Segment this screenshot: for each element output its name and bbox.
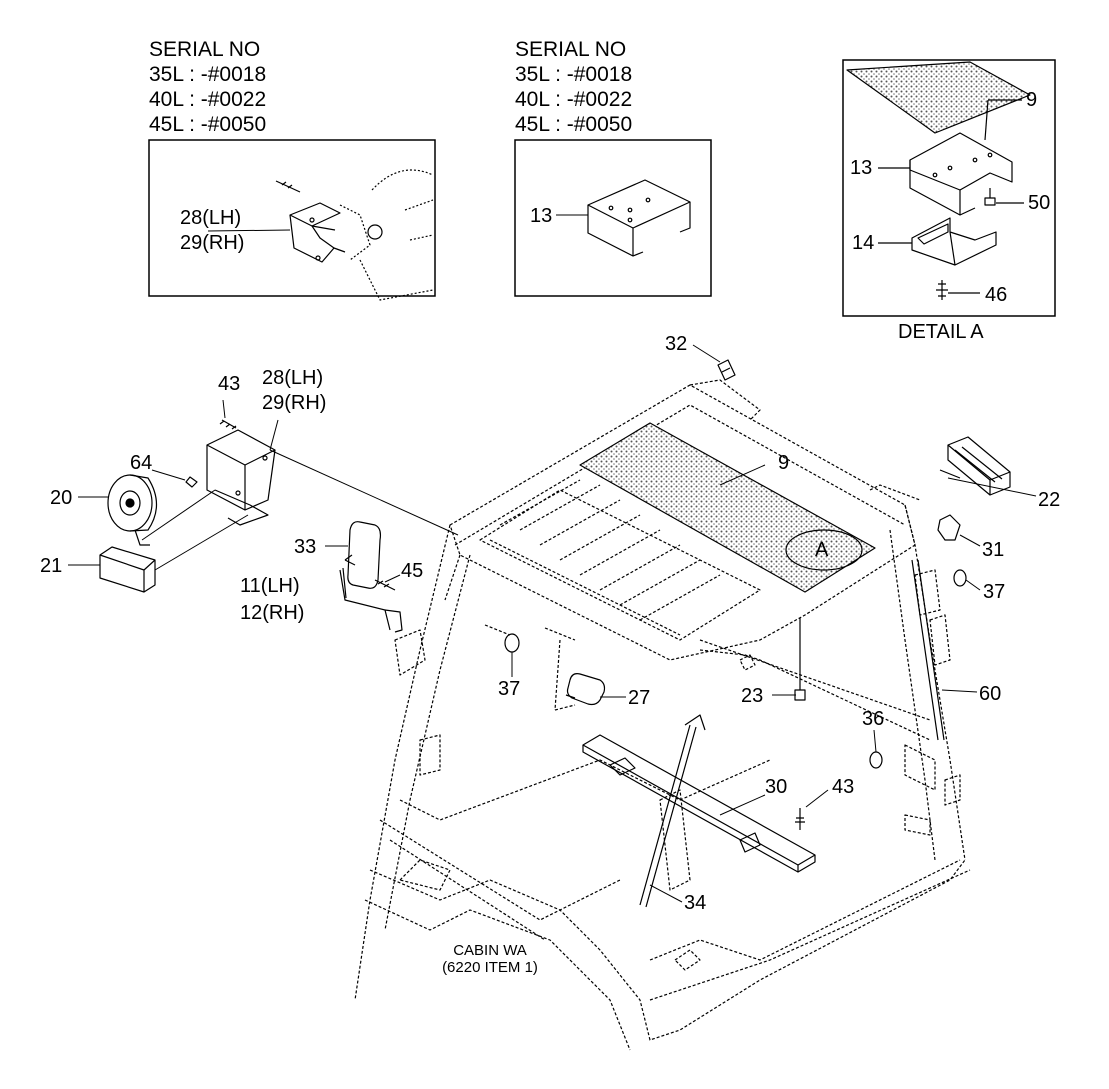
part-label: 29(RH): [262, 392, 327, 414]
leader-lines: [68, 214, 1037, 903]
bolt-45: [374, 579, 396, 591]
part-label: 29(RH): [180, 232, 245, 254]
part-label: 9: [778, 452, 790, 474]
part-label: 46: [985, 284, 1008, 306]
part-label: 11(LH): [240, 575, 300, 597]
bolt-43b: [795, 808, 805, 830]
part-31: [937, 514, 961, 541]
part-label: 37: [498, 678, 521, 700]
inset-left-drawing: [275, 169, 434, 301]
serial-line: 40L : -#0022: [149, 88, 267, 111]
grommet-36: [869, 751, 883, 769]
part-label: 20: [50, 487, 73, 509]
part-label: 13: [530, 205, 553, 227]
inset-left-frame: [148, 139, 436, 297]
part-label: 13: [850, 157, 873, 179]
part-label: 23: [741, 685, 764, 707]
part-label: 22: [1038, 489, 1061, 511]
strut-60: [911, 559, 945, 741]
mirror-27: [566, 673, 606, 706]
inset-mid-drawing: [587, 179, 691, 257]
part-label: 45: [401, 560, 424, 582]
part-label: 43: [832, 776, 855, 798]
block-21: [99, 546, 156, 593]
part-label: 28(LH): [180, 207, 242, 229]
crossbar-30: [582, 734, 816, 873]
part-label: 30: [765, 776, 788, 798]
detail-a-frame: [842, 59, 1056, 317]
part-label: 34: [684, 892, 707, 914]
part-label: 12(RH): [240, 602, 305, 624]
horn-bracket: [185, 419, 276, 526]
detail-a-drawing: [846, 61, 1031, 300]
part-label: 9: [1026, 89, 1038, 111]
serial-line: 45L : -#0050: [515, 113, 633, 136]
part-label: 32: [665, 333, 688, 355]
inset-mid-frame: [514, 139, 712, 297]
part-label: 14: [852, 232, 875, 254]
serial-line: 35L : -#0018: [515, 63, 633, 86]
part-label: 43: [218, 373, 241, 395]
serial-line: 45L : -#0050: [149, 113, 267, 136]
detail-caption: DETAIL A: [898, 321, 984, 343]
part-label: 64: [130, 452, 153, 474]
part-label: 37: [983, 581, 1006, 603]
serial-title: SERIAL NO: [149, 38, 261, 61]
part-label: 27: [628, 687, 651, 709]
clip-32: [717, 359, 736, 381]
serial-title: SERIAL NO: [515, 38, 627, 61]
part-label: 31: [982, 539, 1005, 561]
cabin-caption: CABIN WA (6220 ITEM 1): [425, 942, 555, 976]
cabin-frame: [354, 379, 971, 1051]
part-label: 21: [40, 555, 63, 577]
lamp-22: [939, 436, 1011, 496]
bolt-23: [794, 618, 806, 701]
serial-line: 40L : -#0022: [515, 88, 633, 111]
stay-11: [339, 567, 403, 633]
serial-line: 35L : -#0018: [149, 63, 267, 86]
cabin-caption-line2: (6220 ITEM 1): [442, 959, 538, 976]
roof-panel-mesh: [579, 422, 876, 593]
part-label: 33: [294, 536, 317, 558]
serial-block-left: SERIAL NO 35L : -#0018 40L : -#0022 45L …: [149, 37, 266, 137]
part-label: 60: [979, 683, 1002, 705]
serial-block-mid: SERIAL NO 35L : -#0018 40L : -#0022 45L …: [515, 37, 632, 137]
mirror-33: [344, 521, 382, 589]
callout-a: A: [815, 539, 829, 561]
horn-20: [107, 474, 158, 546]
cabin-caption-line1: CABIN WA: [453, 942, 527, 959]
grommet-37b: [953, 569, 967, 587]
part-label: 28(LH): [262, 367, 324, 389]
part-label: 36: [862, 708, 885, 730]
strut-34: [639, 724, 697, 908]
grommet-37a: [504, 633, 520, 653]
part-label: 50: [1028, 192, 1051, 214]
